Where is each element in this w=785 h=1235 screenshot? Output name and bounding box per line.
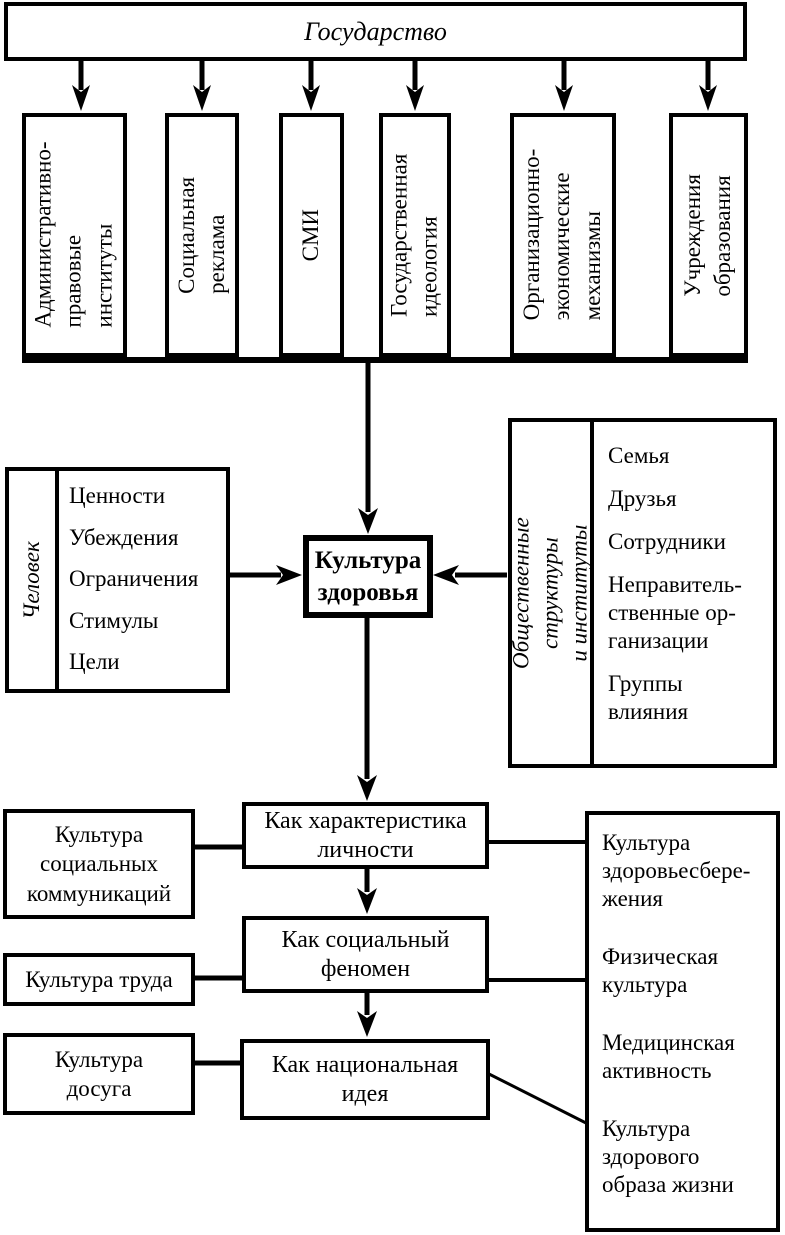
- component-item-medical-activity: Медицинская активность: [602, 1030, 735, 1083]
- social-box: Общественные структуры и институты Семья…: [508, 418, 777, 768]
- component-item-health-preservation: Культура здоровьесбере- жения: [602, 830, 751, 911]
- channel-label-media: СМИ: [298, 208, 324, 262]
- left-culture-label-communications: Культура социальных коммуникаций: [26, 822, 172, 906]
- connector-aspect-2-to-components-diagonal: [488, 1072, 587, 1125]
- channel-box-admin-legal: Административно- правовые институты: [22, 113, 127, 357]
- arrow-aspect-0-to-1: [357, 869, 377, 914]
- arrow-social-to-core: [433, 565, 507, 585]
- person-item-goals: Цели: [69, 649, 120, 674]
- components-box: Культура здоровьесбере- жения Физическая…: [585, 811, 780, 1232]
- channel-label-org-economic: Организационно- экономические механизмы: [519, 149, 606, 321]
- social-item-friends: Друзья: [608, 486, 677, 511]
- left-culture-box-labor: Культура труда: [3, 953, 195, 1006]
- channel-label-admin-legal: Административно- правовые институты: [30, 141, 117, 329]
- left-culture-box-communications: Культура социальных коммуникаций: [3, 809, 195, 919]
- aspect-label-social-phenomenon: Как социальный феномен: [281, 926, 450, 982]
- arrow-person-to-core: [229, 565, 302, 585]
- state-label: Государство: [304, 16, 447, 46]
- social-strip: Общественные структуры и институты: [509, 422, 594, 764]
- left-culture-box-leisure: Культура досуга: [3, 1033, 195, 1115]
- box-state: Государство: [4, 2, 747, 61]
- left-culture-label-leisure: Культура досуга: [54, 1046, 144, 1101]
- channel-label-social-ads: Социальная реклама: [173, 176, 229, 294]
- channel-box-org-economic: Организационно- экономические механизмы: [510, 113, 616, 357]
- channel-box-media: СМИ: [279, 113, 344, 357]
- arrow-bus-to-core: [358, 360, 378, 534]
- channel-box-ideology: Государственная идеология: [379, 113, 451, 357]
- social-item-ngo: Неправитель- ственные ор- ганизации: [608, 572, 742, 653]
- aspect-box-social-phenomenon: Как социальный феномен: [242, 916, 489, 993]
- social-item-coworkers: Сотрудники: [608, 529, 726, 554]
- aspect-box-personality: Как характеристика личности: [242, 802, 489, 869]
- component-item-healthy-lifestyle: Культура здорового образа жизни: [602, 1116, 734, 1197]
- arrow-state-to-channel-3: [406, 61, 424, 111]
- channel-box-social-ads: Социальная реклама: [165, 113, 239, 357]
- person-item-incentives: Стимулы: [69, 607, 159, 633]
- person-list: Ценности Убеждения Ограничения Стимулы Ц…: [59, 471, 226, 689]
- arrow-state-to-channel-2: [302, 61, 320, 111]
- person-box: Человек Ценности Убеждения Ограничения С…: [5, 467, 230, 693]
- left-culture-label-labor: Культура труда: [25, 966, 173, 992]
- arrow-state-to-channel-0: [72, 61, 90, 111]
- components-list: Культура здоровьесбере- жения Физическая…: [589, 815, 752, 1229]
- channel-label-ideology: Государственная идеология: [386, 153, 443, 317]
- arrow-aspect-1-to-2: [357, 993, 377, 1037]
- aspect-label-personality: Как характеристика личности: [264, 807, 467, 863]
- social-list: Семья Друзья Сотрудники Неправитель- ств…: [594, 422, 773, 764]
- aspect-box-national-idea: Как национальная идея: [240, 1039, 490, 1120]
- person-item-values: Ценности: [69, 483, 166, 508]
- person-strip: Человек: [9, 471, 59, 689]
- channel-box-education: Учреждения образования: [669, 113, 748, 357]
- social-label: Общественные структуры и институты: [508, 517, 592, 669]
- component-item-physical-culture: Физическая культура: [602, 944, 719, 997]
- social-item-influence-groups: Группы влияния: [608, 671, 689, 724]
- aspect-label-national-idea: Как национальная идея: [271, 1051, 459, 1107]
- arrow-core-to-aspect-0: [357, 617, 377, 801]
- arrow-state-to-channel-1: [193, 61, 211, 111]
- person-label: Человек: [18, 540, 44, 620]
- person-item-beliefs: Убеждения: [69, 524, 179, 550]
- social-item-family: Семья: [608, 443, 670, 468]
- arrow-state-to-channel-4: [555, 61, 573, 111]
- channel-label-education: Учреждения образования: [680, 173, 736, 297]
- arrow-state-to-channel-5: [699, 61, 717, 111]
- core-box: Культура здоровья: [303, 535, 433, 618]
- core-label: Культура здоровья: [314, 547, 422, 606]
- person-item-constraints: Ограничения: [69, 566, 199, 591]
